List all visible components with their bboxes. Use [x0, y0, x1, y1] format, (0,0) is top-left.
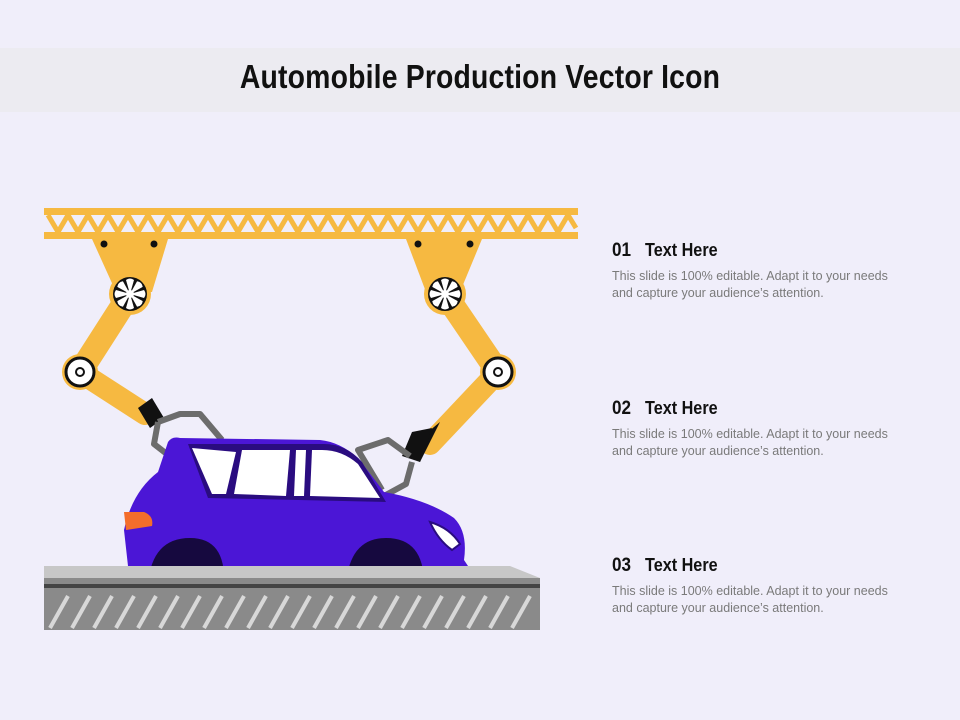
point-heading: Text Here	[645, 555, 718, 575]
point-01: 01 Text Here This slide is 100% editable…	[612, 240, 932, 302]
point-description: This slide is 100% editable. Adapt it to…	[612, 269, 888, 300]
point-heading: Text Here	[645, 398, 718, 418]
right-robot-arm	[355, 239, 516, 499]
point-number: 01	[612, 240, 632, 261]
left-robot-arm	[62, 239, 225, 475]
gantry-truss	[44, 208, 579, 239]
point-description: This slide is 100% editable. Adapt it to…	[612, 584, 888, 615]
point-description: This slide is 100% editable. Adapt it to…	[612, 427, 888, 458]
point-number: 02	[612, 398, 632, 419]
conveyor-belt	[44, 566, 540, 630]
tail-light	[124, 512, 153, 530]
page-title: Automobile Production Vector Icon	[239, 58, 721, 95]
title-band	[0, 48, 960, 112]
point-03: 03 Text Here This slide is 100% editable…	[612, 555, 932, 617]
point-02: 02 Text Here This slide is 100% editable…	[612, 398, 932, 460]
car-production-illustration	[44, 208, 579, 630]
point-number: 03	[612, 555, 632, 576]
point-heading: Text Here	[645, 240, 718, 260]
